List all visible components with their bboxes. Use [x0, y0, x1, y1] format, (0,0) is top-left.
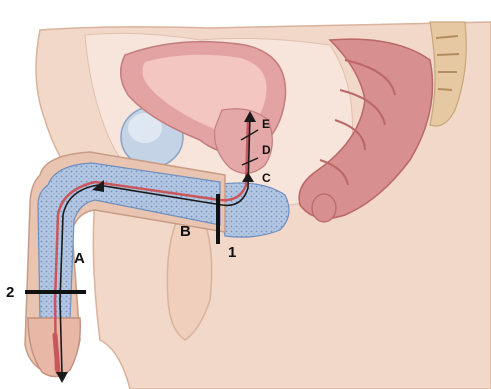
anal-sphincter — [312, 194, 336, 222]
label-marker-2: 2 — [6, 284, 14, 301]
label-d: D — [262, 143, 271, 157]
label-a: A — [74, 250, 85, 267]
label-c: C — [262, 171, 271, 185]
label-e: E — [262, 117, 270, 131]
bulbospongiosus — [215, 183, 289, 237]
label-b: B — [180, 223, 191, 240]
label-marker-1: 1 — [228, 244, 236, 261]
